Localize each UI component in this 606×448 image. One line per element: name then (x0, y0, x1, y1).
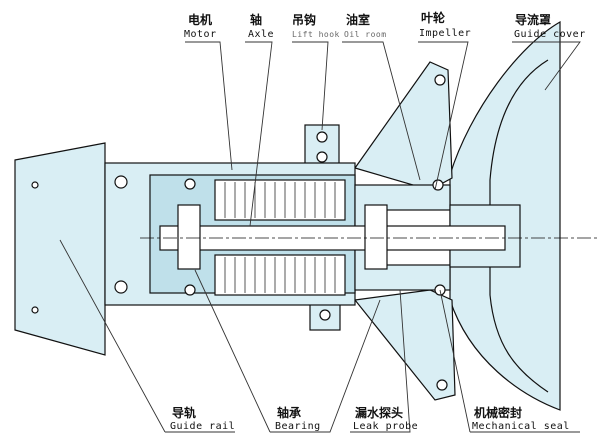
label-zh: 叶轮 (421, 11, 446, 25)
lower-flange (353, 289, 456, 401)
leader-lines (59, 41, 581, 433)
label-en: Oil room (344, 30, 387, 39)
bearing-right (364, 204, 388, 270)
stator-top (214, 179, 346, 221)
label-en: Guide cover (514, 29, 586, 40)
label-en: Lift hook (292, 30, 340, 39)
stator-bottom (214, 254, 346, 296)
label-zh: 电机 (188, 13, 213, 27)
label-en: Axle (248, 29, 275, 40)
label-zh: 轴承 (277, 406, 302, 420)
label-en: Mechanical seal (472, 421, 570, 432)
label-zh: 漏水探头 (355, 406, 404, 420)
label-en: Impeller (419, 28, 472, 39)
label-zh: 油室 (346, 13, 371, 27)
label-zh: 导轨 (172, 406, 197, 420)
label-zh: 轴 (250, 13, 263, 27)
label-en: Motor (184, 29, 217, 40)
bearing-left (177, 204, 201, 270)
label-en: Guide rail (170, 421, 236, 432)
label-en: Bearing (275, 421, 321, 432)
label-en: Leak probe (353, 421, 419, 432)
label-zh: 导流罩 (515, 13, 552, 27)
label-zh: 机械密封 (474, 406, 523, 420)
label-zh: 吊钩 (292, 13, 317, 27)
guide-rail-plate (14, 142, 106, 356)
